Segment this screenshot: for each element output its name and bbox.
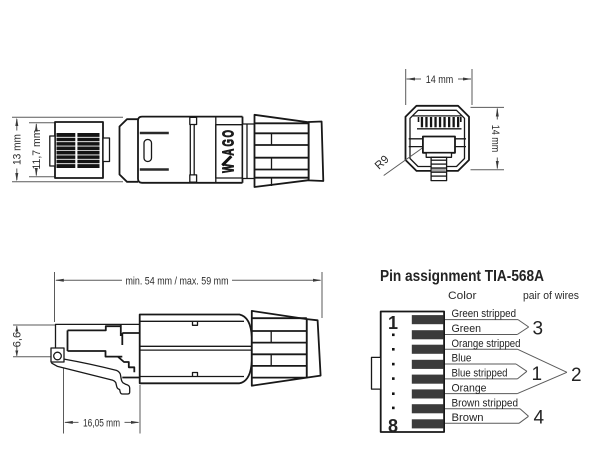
svg-text:Orange stripped: Orange stripped (452, 338, 521, 350)
svg-text:2: 2 (571, 365, 582, 386)
svg-text:G: G (219, 139, 237, 146)
svg-text:1: 1 (388, 313, 398, 333)
svg-text:min. 54 mm / max. 59 mm: min. 54 mm / max. 59 mm (126, 275, 229, 287)
svg-text:16,05 mm: 16,05 mm (83, 417, 120, 429)
svg-text:4: 4 (534, 408, 545, 429)
svg-text:Green stripped: Green stripped (452, 308, 517, 320)
svg-text:Blue stripped: Blue stripped (452, 368, 508, 380)
svg-text:3: 3 (533, 319, 544, 340)
svg-text:13 mm: 13 mm (11, 134, 23, 165)
svg-text:W: W (219, 163, 237, 173)
svg-text:O: O (219, 130, 237, 137)
svg-text:Orange: Orange (452, 382, 487, 394)
svg-text:1: 1 (532, 364, 543, 385)
svg-text:Color: Color (448, 290, 477, 302)
svg-text:Green: Green (452, 323, 482, 335)
svg-text:Brown: Brown (452, 412, 484, 424)
svg-text:14 mm: 14 mm (426, 74, 454, 86)
svg-text:6,6: 6,6 (11, 332, 23, 348)
svg-text:14 mm: 14 mm (489, 125, 501, 153)
svg-text:11,7 mm: 11,7 mm (31, 130, 43, 170)
svg-text:pair of wires: pair of wires (523, 290, 579, 302)
svg-text:Brown stripped: Brown stripped (452, 397, 519, 409)
svg-text:Pin assignment TIA-568A: Pin assignment TIA-568A (380, 268, 544, 285)
svg-text:Blue: Blue (452, 353, 472, 365)
svg-text:8: 8 (388, 416, 398, 436)
svg-text:A: A (219, 149, 237, 156)
